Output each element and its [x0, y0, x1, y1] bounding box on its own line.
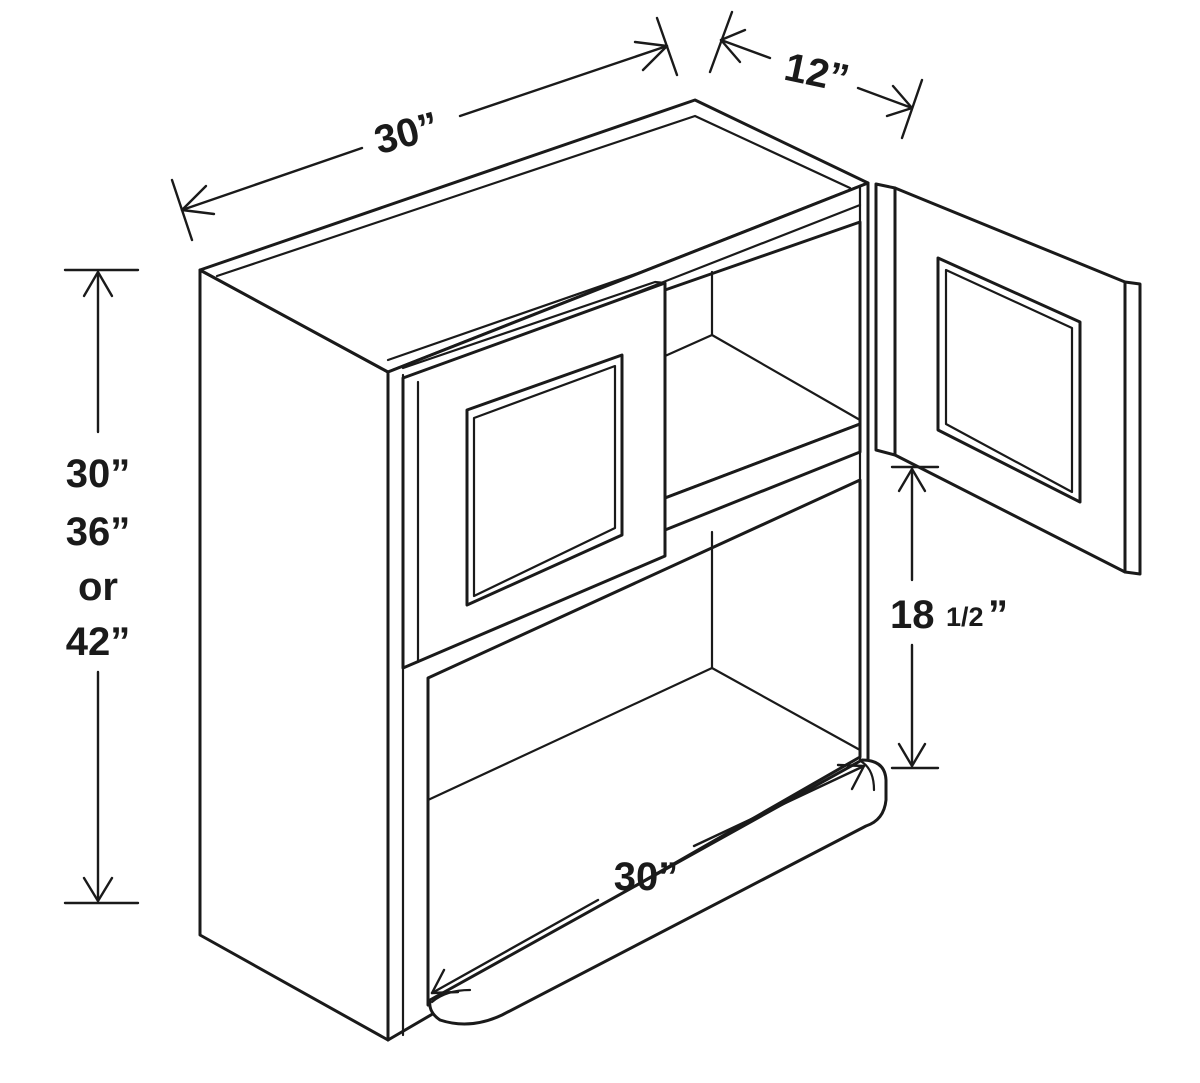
height-option-1: 30”	[66, 452, 131, 496]
depth-arrow-left	[719, 28, 747, 64]
top-width-arrow-right	[633, 40, 669, 72]
bottom-width-arrow-left	[430, 968, 460, 995]
cabinet-left-side-panel	[198, 268, 390, 1042]
right-door-edge	[1123, 280, 1142, 576]
bottom-width-line-right	[692, 764, 866, 848]
height-or-label: or	[78, 565, 118, 609]
depth-arrow-right	[885, 84, 914, 118]
top-width-arrow-left	[180, 184, 216, 216]
opening-height-fraction: 1/2	[946, 602, 984, 632]
dimension-lines	[63, 10, 940, 995]
opening-height-whole: 18	[890, 593, 935, 637]
height-option-3: 42”	[66, 620, 131, 664]
bottom-width-label: 30”	[614, 855, 679, 899]
height-arrow-top	[82, 270, 114, 298]
height-arrow-bottom	[82, 876, 114, 903]
left-door-top-edge	[401, 280, 667, 370]
bottom-width-arrow-right	[836, 763, 866, 791]
top-width-line-right	[458, 44, 669, 118]
depth-label: 12”	[781, 45, 853, 101]
right-door	[874, 182, 1142, 576]
right-door-recessed-panel	[936, 256, 1082, 504]
opening-height-arrow-top	[897, 467, 927, 493]
cabinet-body	[198, 98, 888, 1042]
opening-height-unit: ”	[988, 593, 1008, 637]
bottom-edge-right-curve	[860, 760, 876, 792]
right-door-recessed-panel-inner	[944, 268, 1074, 494]
cabinet-top-inner-edge	[215, 114, 852, 278]
depth-line-left	[719, 38, 772, 60]
cabinet-bottom-front-edge	[428, 758, 888, 1026]
depth-line-right	[856, 86, 914, 110]
microwave-opening	[426, 478, 862, 1007]
height-option-2: 36”	[66, 510, 131, 554]
depth-extension-left	[708, 10, 734, 74]
top-width-line-left	[180, 146, 364, 212]
top-width-label: 30”	[370, 104, 444, 163]
upper-interior-shelf-line	[663, 333, 714, 358]
opening-height-arrow-bottom	[897, 742, 927, 768]
right-door-hinge-stile	[874, 182, 897, 457]
left-door	[401, 280, 667, 670]
bottom-width-line-left	[430, 898, 600, 995]
left-door-recessed-panel-inner	[472, 364, 617, 598]
